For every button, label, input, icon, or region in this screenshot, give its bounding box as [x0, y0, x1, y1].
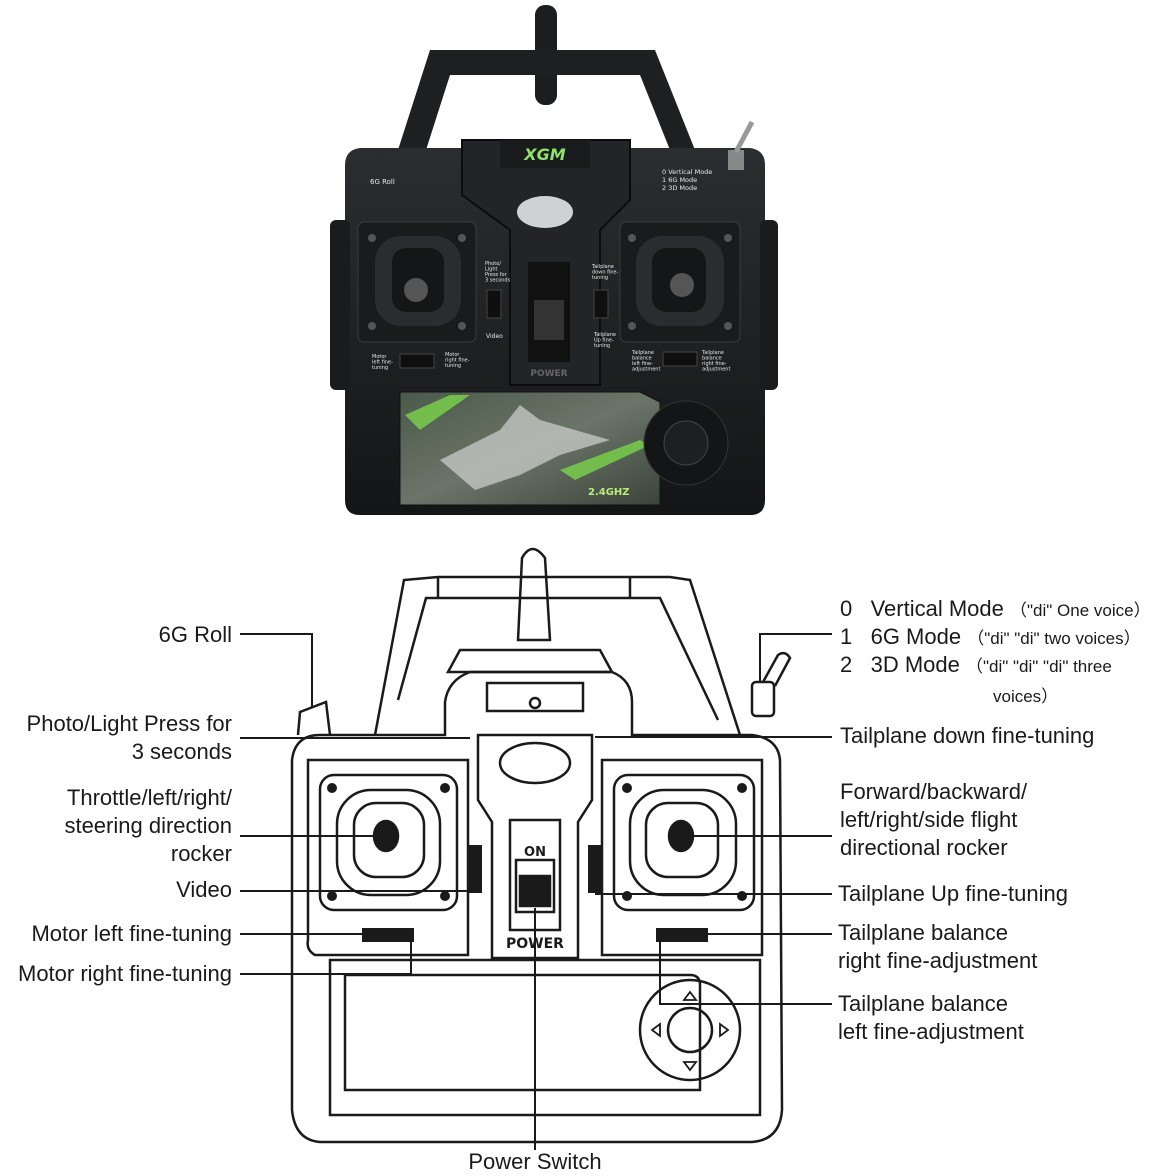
- diagram-right-stick-frame: [612, 773, 756, 912]
- diagram-led-oval: [498, 741, 572, 785]
- diagram-antenna: [516, 547, 552, 642]
- label-tailplane-down: Tailplane down fine-tuning: [840, 723, 1095, 748]
- transmitter-photo: XGM POWER 6G Roll 0 Vertical Mode 1 6G M…: [330, 5, 778, 515]
- mode-toggle: [728, 150, 744, 170]
- leader-lines: [240, 633, 832, 1150]
- mode-2-cont: voices）: [993, 687, 1059, 706]
- label-forward-rocker: Forward/backward/ left/right/side flight…: [840, 779, 1028, 860]
- label-motor-left: Motor left fine-tuning: [31, 921, 232, 946]
- diagram-left-stick-frame: [318, 773, 459, 912]
- label-motor-right: Motor right fine-tuning: [18, 961, 232, 986]
- diagram-display-window: [485, 681, 585, 713]
- label-photo-light: Photo/Light Press for 3 seconds: [26, 711, 232, 764]
- mode-0: 0 Vertical Mode （"di" One voice）: [840, 596, 1151, 621]
- label-power-switch: Power Switch: [468, 1149, 602, 1174]
- led-window: [517, 196, 573, 228]
- photo-freq: 2.4GHZ: [588, 487, 630, 498]
- left-stick-knob: [404, 278, 428, 302]
- logo-plate: [500, 140, 590, 168]
- label-6g-roll: 6G Roll: [158, 622, 232, 647]
- mode-2: 2 3D Mode （"di" "di" "di" three: [840, 652, 1112, 677]
- diagram-handle: [373, 575, 742, 736]
- jet-image: [440, 405, 610, 490]
- label-video: Video: [176, 877, 232, 902]
- diagram-body: [290, 670, 784, 1144]
- mode-1: 1 6G Mode （"di" "di" two voices）: [840, 624, 1141, 649]
- label-balance-left: Tailplane balance left fine-adjustment: [838, 991, 1024, 1044]
- svg-text:Video: Video: [486, 333, 503, 340]
- photo-power-text: POWER: [530, 369, 567, 379]
- photo-mode-list: 0 Vertical Mode 1 6G Mode 2 3D Mode: [662, 168, 712, 192]
- svg-text:2 3D Mode: 2 3D Mode: [662, 184, 697, 192]
- svg-text:1 6G Mode: 1 6G Mode: [662, 176, 697, 184]
- label-tailplane-up: Tailplane Up fine-tuning: [838, 881, 1068, 906]
- label-throttle-rocker: Throttle/left/right/ steering direction …: [64, 785, 232, 866]
- photo-label-6g-roll: 6G Roll: [370, 178, 395, 186]
- right-stick-knob: [670, 273, 694, 297]
- diagram-dpad: [638, 978, 742, 1082]
- label-balance-right: Tailplane balance right fine-adjustment: [838, 920, 1038, 973]
- diagram-switch-on: ON: [524, 845, 546, 860]
- svg-text:0 Vertical Mode: 0 Vertical Mode: [662, 168, 712, 176]
- brand-logo: XGM: [523, 145, 565, 164]
